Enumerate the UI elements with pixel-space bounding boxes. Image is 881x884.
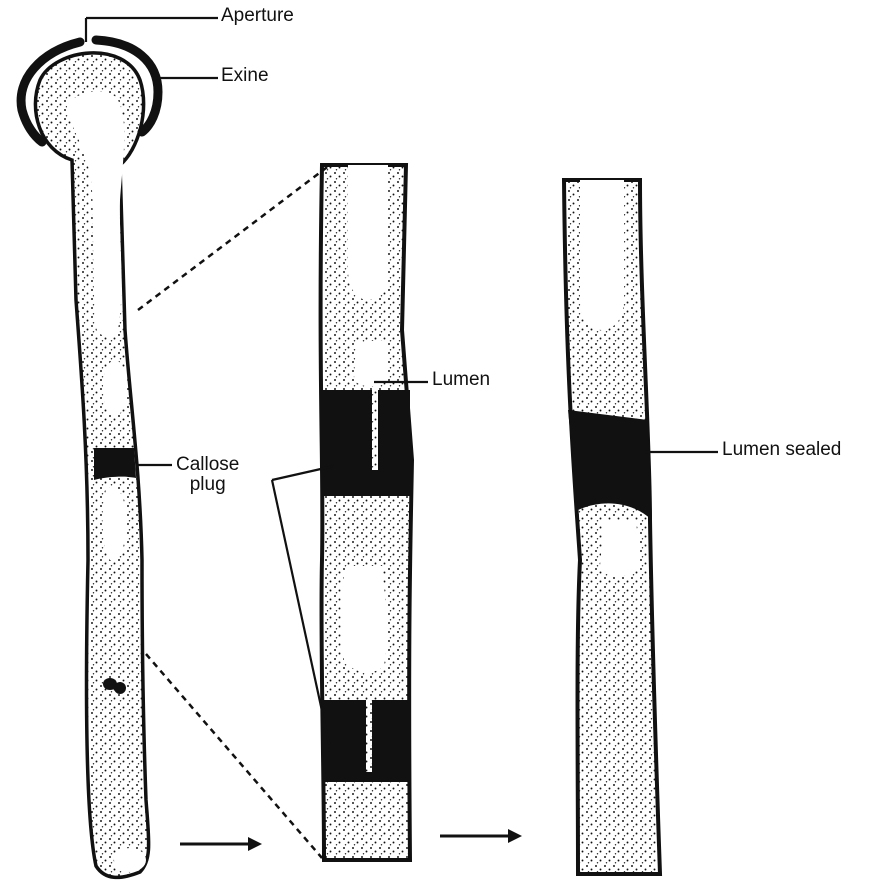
tube2-vacuole-small — [354, 340, 386, 386]
pollen-grain-tube — [21, 40, 158, 877]
tube2-lumen-channel — [373, 388, 377, 470]
magnified-tube — [321, 165, 412, 860]
tube2-vacuole-large — [341, 566, 386, 673]
tube3-vacuole-lower — [600, 520, 640, 577]
arrow-2 — [440, 829, 522, 843]
arrow-1 — [180, 837, 262, 851]
label-callose-plug: Callose plug — [176, 455, 239, 495]
label-lumen-sealed: Lumen sealed — [722, 440, 841, 460]
vacuole-2 — [103, 360, 127, 416]
tube2-callose-upper — [322, 390, 410, 496]
sealed-tube — [564, 180, 660, 874]
tube2-top-vacuole — [348, 165, 388, 300]
label-aperture: Aperture — [221, 6, 294, 26]
tube2-lower-channel — [367, 698, 371, 772]
zoom-line-top — [138, 165, 330, 310]
tube-tip — [114, 848, 146, 872]
zoom-line-bottom — [146, 654, 322, 858]
label-exine: Exine — [221, 66, 269, 86]
tube3-top-vacuole — [580, 180, 624, 330]
label-callose-line1: Callose — [176, 455, 239, 475]
label-lumen: Lumen — [432, 370, 490, 390]
callose-plug-1 — [94, 448, 136, 480]
vegetative-nucleus — [114, 682, 126, 694]
label-callose-line2: plug — [176, 475, 239, 495]
